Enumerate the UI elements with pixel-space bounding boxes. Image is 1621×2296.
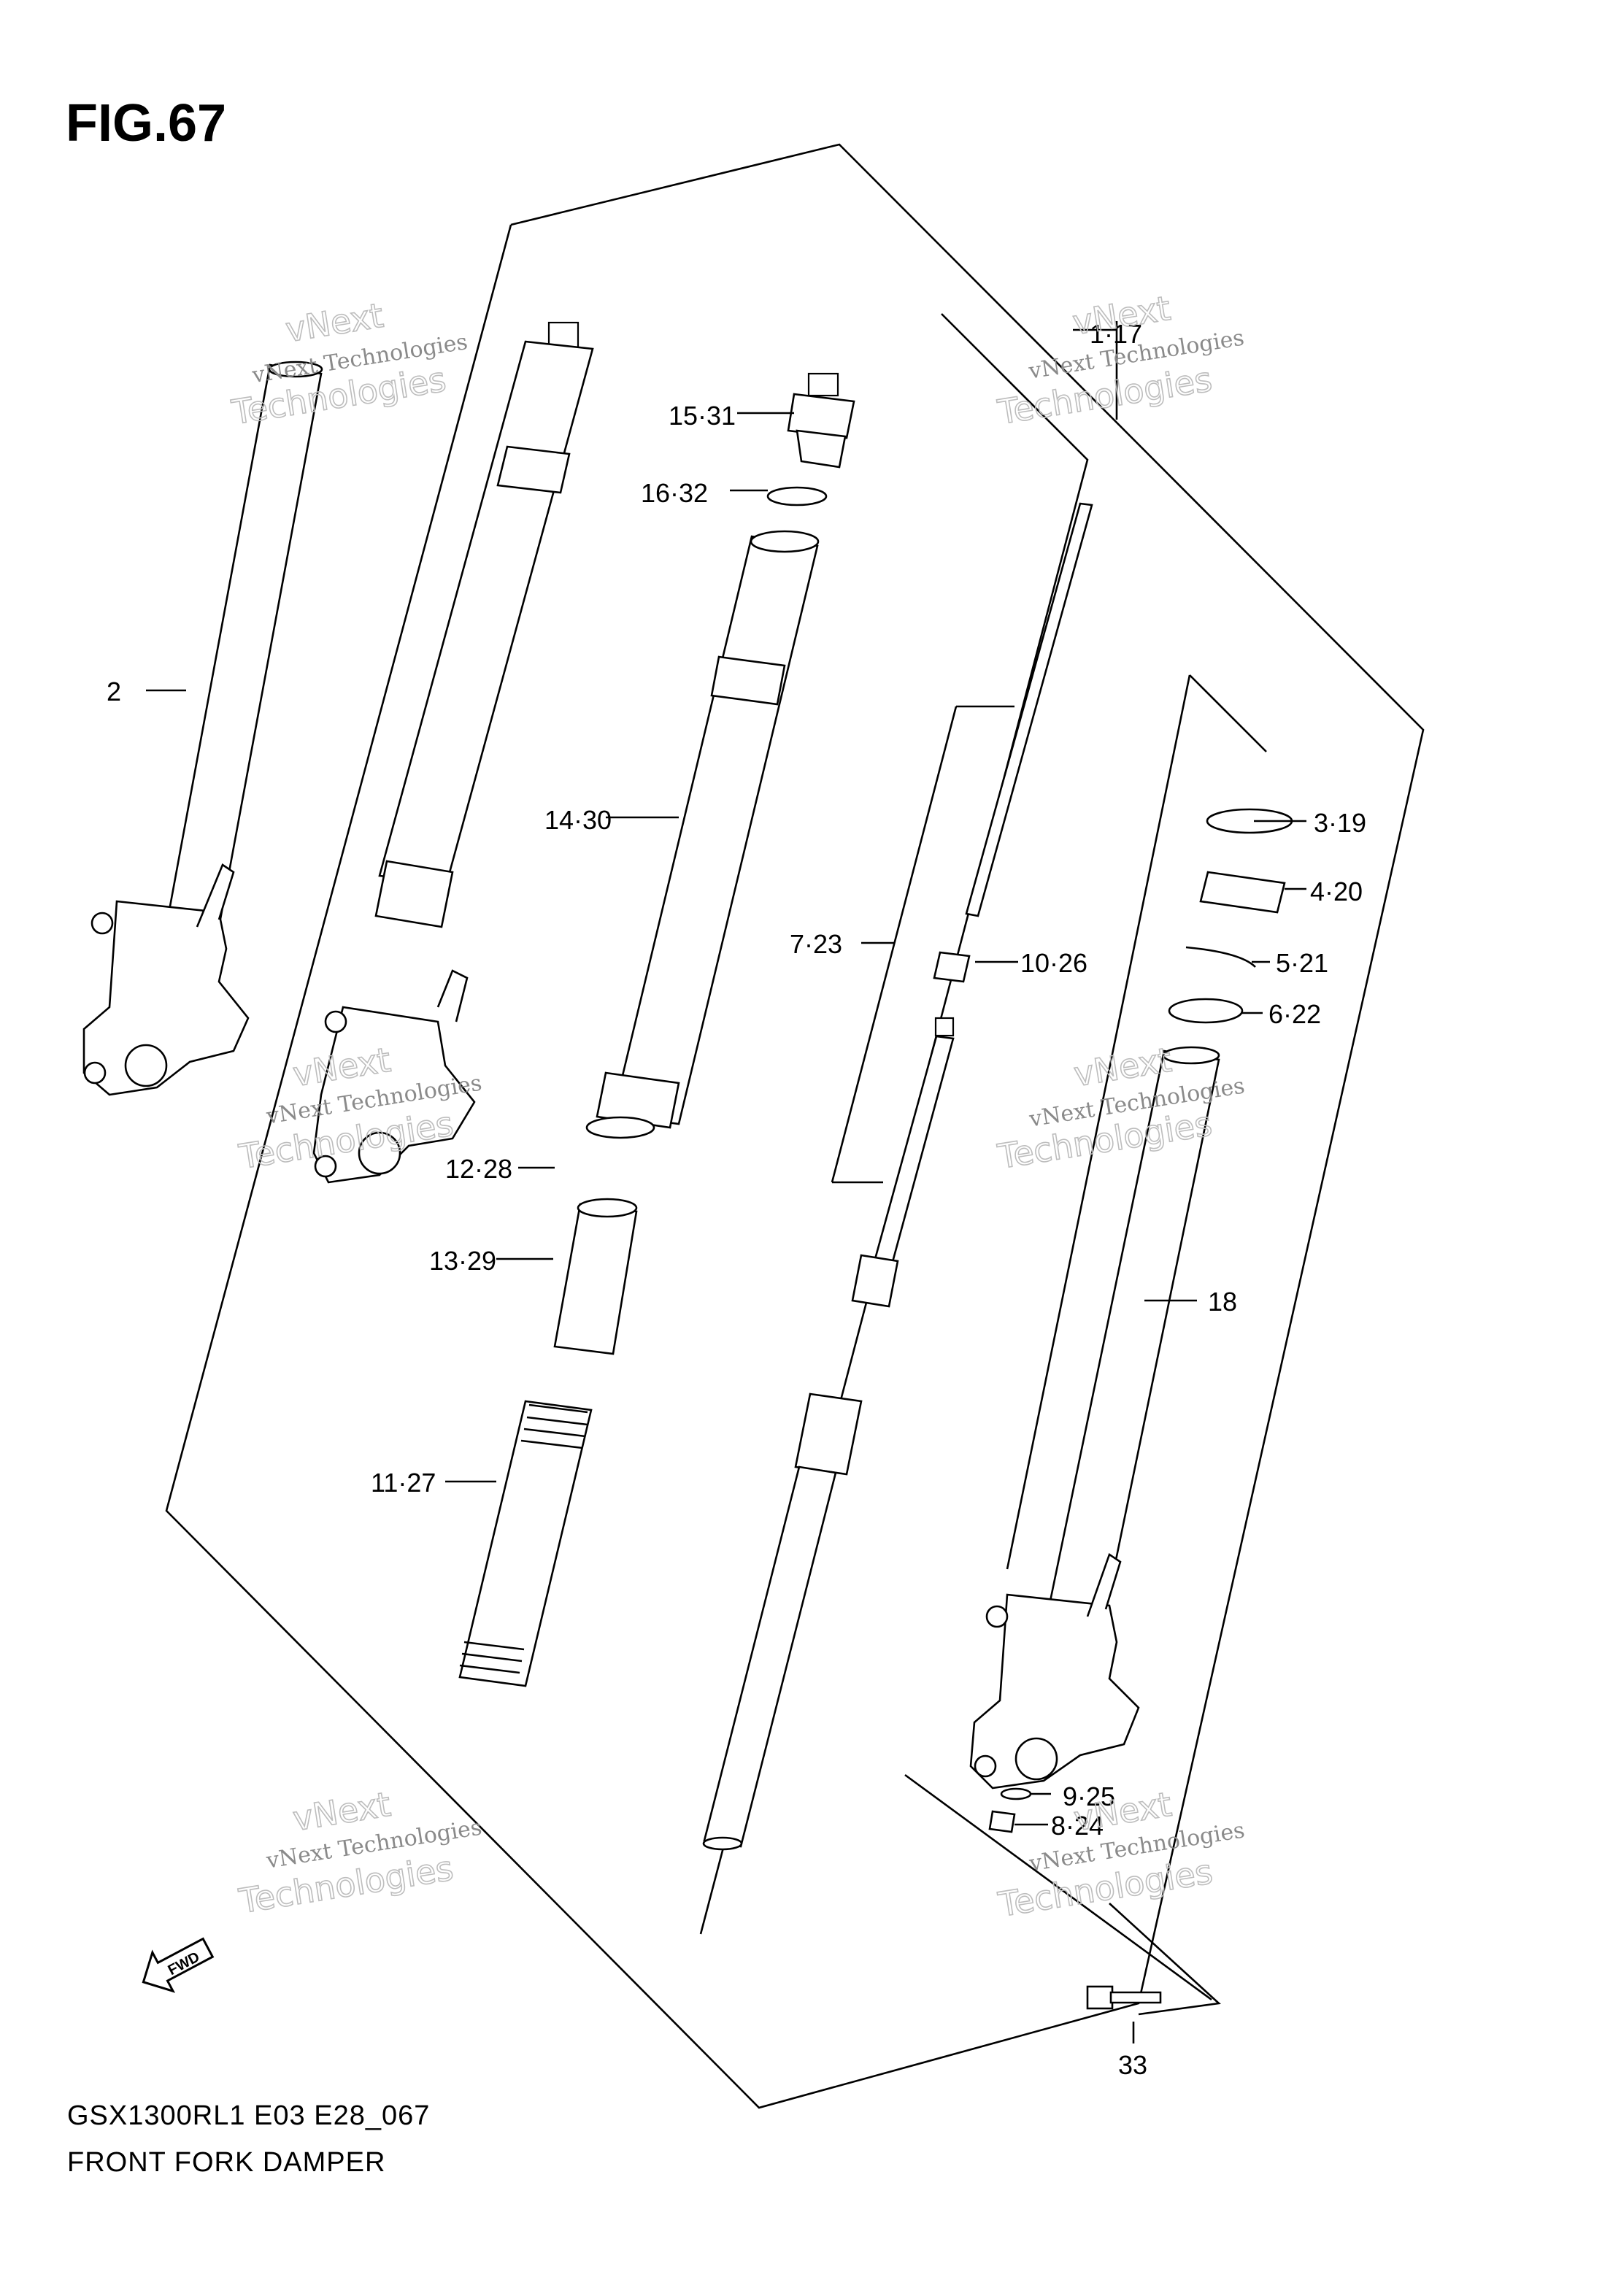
part-11-spring bbox=[458, 1400, 593, 1687]
callout-4-20: 4·20 bbox=[1310, 877, 1363, 906]
callout-33: 33 bbox=[1118, 2050, 1147, 2080]
callout-labels: 1·17 2 3·19 4·20 5·21 6·22 7·23 8·24 9·2… bbox=[107, 319, 1366, 2080]
part-9-gasket bbox=[1000, 1787, 1032, 1800]
part-8-bolt bbox=[988, 1810, 1016, 1833]
callout-1-17: 1·17 bbox=[1090, 319, 1142, 349]
callout-10-26: 10·26 bbox=[1020, 948, 1087, 978]
callout-16-32: 16·32 bbox=[641, 478, 708, 508]
part-13-spacer bbox=[553, 1198, 638, 1355]
part-12-ring bbox=[585, 1116, 655, 1139]
callout-11-27: 11·27 bbox=[371, 1468, 436, 1498]
svg-text:vNext: vNext bbox=[283, 296, 386, 350]
callout-7-23: 7·23 bbox=[790, 929, 842, 959]
watermark-bottom-left: vNext vNext Technologies Technologies bbox=[236, 1784, 484, 1922]
svg-text:vNext: vNext bbox=[1070, 288, 1173, 342]
callout-8-24: 8·24 bbox=[1051, 1811, 1104, 1841]
callout-2: 2 bbox=[107, 677, 121, 706]
parts-3-to-6-seals bbox=[1168, 808, 1293, 1024]
part-16-o-ring bbox=[766, 486, 828, 506]
callout-9-25: 9·25 bbox=[1063, 1781, 1115, 1811]
callout-14-30: 14·30 bbox=[544, 805, 612, 835]
watermark-top-right: vNext vNext Technologies Technologies bbox=[994, 288, 1246, 433]
part-14-fork-tube bbox=[596, 530, 820, 1129]
callout-12-28: 12·28 bbox=[445, 1154, 512, 1184]
part-7-damper-rod bbox=[702, 502, 1093, 1851]
watermark-top-left: vNext vNext Technologies Technologies bbox=[228, 295, 470, 433]
part-6-bushing bbox=[1168, 998, 1244, 1024]
callout-13-29: 13·29 bbox=[429, 1246, 496, 1276]
part-33-bolt bbox=[1086, 1985, 1162, 2010]
callout-18: 18 bbox=[1208, 1287, 1237, 1317]
model-code: GSX1300RL1 E03 E28_067 bbox=[67, 2100, 431, 2131]
figure-title: FIG.67 bbox=[66, 94, 227, 153]
watermark-mid-left: vNext vNext Technologies Technologies bbox=[236, 1039, 484, 1177]
part-1-inner-tube-assembly bbox=[312, 321, 594, 1184]
part-10-collar bbox=[933, 951, 971, 983]
fwd-arrow-icon: FWD bbox=[142, 1937, 215, 1993]
callout-5-21: 5·21 bbox=[1276, 948, 1328, 978]
part-5-stopper-ring bbox=[1185, 946, 1256, 968]
leader-lines bbox=[146, 328, 1306, 2043]
part-18-outer-tube-right bbox=[969, 1046, 1220, 1790]
callout-6-22: 6·22 bbox=[1268, 999, 1321, 1029]
callout-3-19: 3·19 bbox=[1314, 808, 1366, 838]
figure-name: FRONT FORK DAMPER bbox=[67, 2147, 386, 2178]
part-2-outer-tube-left bbox=[82, 361, 323, 1096]
part-4-oil-seal bbox=[1199, 871, 1286, 914]
callout-15-31: 15·31 bbox=[669, 401, 736, 431]
part-15-adjuster-cap bbox=[787, 372, 855, 469]
